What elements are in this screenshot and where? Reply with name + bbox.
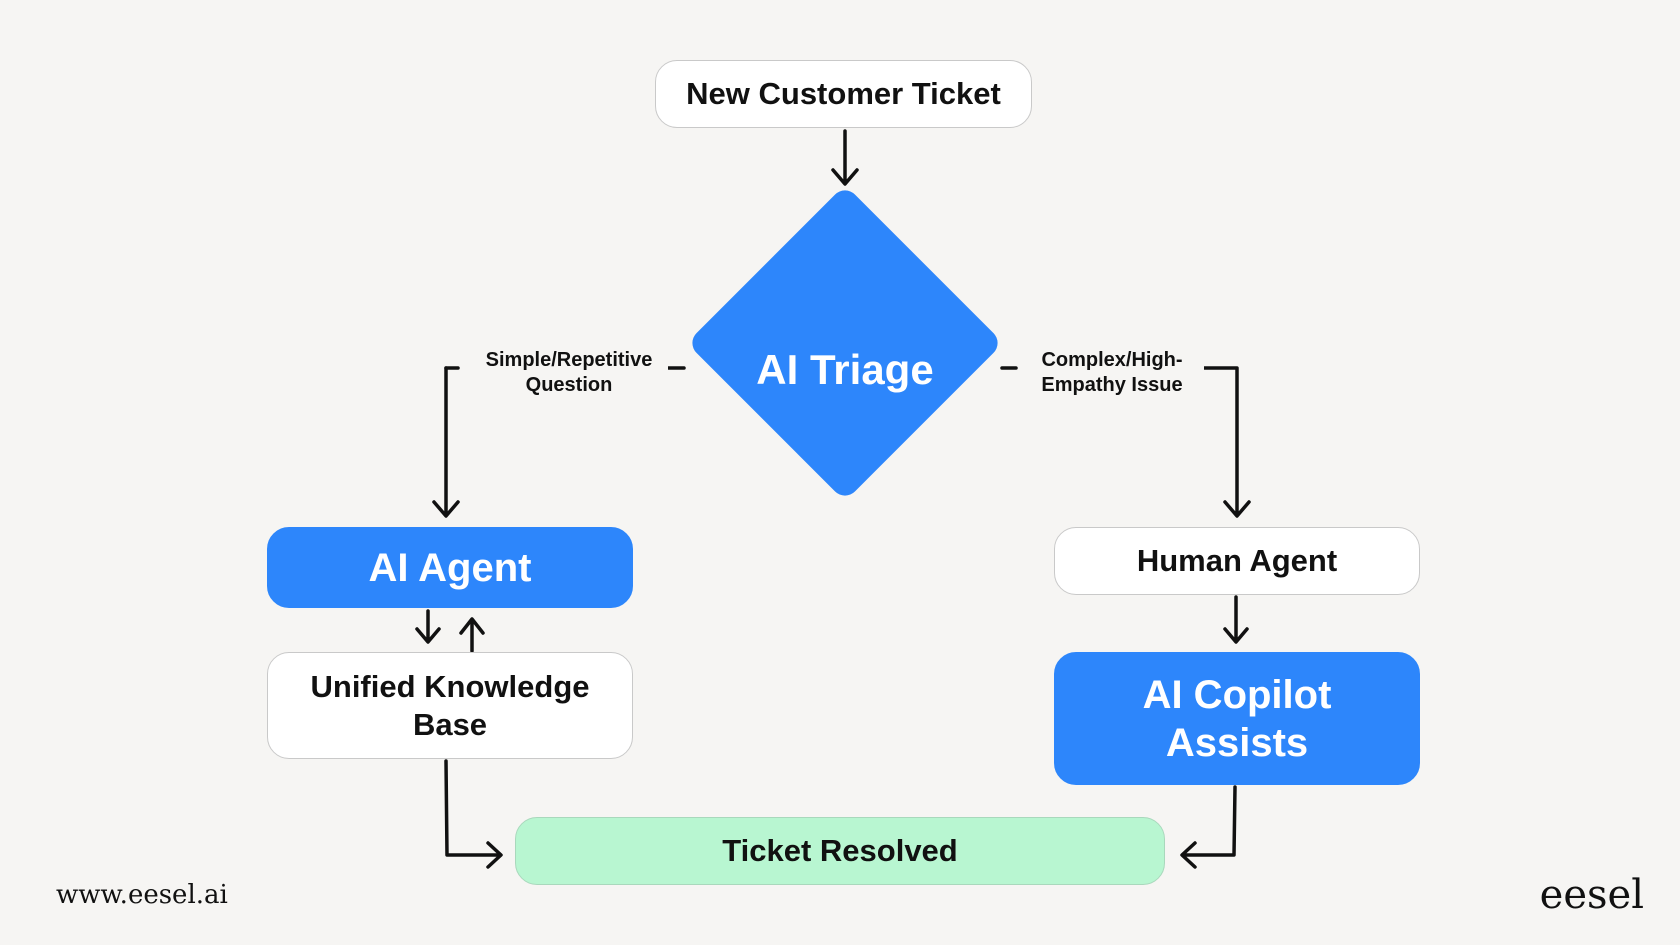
arrow-triage-to-ai-agent <box>432 366 686 518</box>
footer-url: www.eesel.ai <box>56 880 228 910</box>
arrow-ticket-to-triage <box>831 129 859 186</box>
arrow-human-to-copilot <box>1223 595 1249 644</box>
ai-copilot-assists-label: AI Copilot Assists <box>1142 672 1332 765</box>
human-agent-label: Human Agent <box>1136 543 1338 579</box>
arrow-triage-to-human-agent <box>1000 366 1251 518</box>
unified-knowledge-base-node: Unified Knowledge Base <box>267 652 633 759</box>
arrow-kb-to-ai-agent <box>459 617 485 653</box>
ai-triage-label: AI Triage <box>756 346 934 393</box>
edge-label-simple-line2: Question <box>525 374 613 396</box>
ai-copilot-assists-node: AI Copilot Assists <box>1054 652 1420 785</box>
ticket-resolved-node: Ticket Resolved <box>515 817 1165 885</box>
arrow-copilot-to-resolved <box>1180 785 1237 869</box>
eesel-logo: eesel <box>1539 872 1644 918</box>
ai-agent-label: AI Agent <box>368 545 532 590</box>
human-agent-node: Human Agent <box>1054 527 1420 595</box>
ai-agent-node: AI Agent <box>267 527 633 608</box>
unified-knowledge-base-label: Unified Knowledge Base <box>310 669 590 742</box>
edge-label-complex: Complex/High- Empathy Issue <box>1020 348 1204 398</box>
edge-label-simple-line1: Simple/Repetitive <box>485 349 653 371</box>
edge-label-simple: Simple/Repetitive Question <box>470 348 668 398</box>
edge-label-complex-line1: Complex/High- <box>1041 349 1183 371</box>
new-customer-ticket-label: New Customer Ticket <box>686 76 1001 112</box>
arrow-kb-to-resolved <box>444 759 503 869</box>
ticket-resolved-label: Ticket Resolved <box>722 833 958 869</box>
new-customer-ticket-node: New Customer Ticket <box>655 60 1032 128</box>
edge-label-complex-line2: Empathy Issue <box>1041 374 1183 396</box>
arrow-ai-agent-to-kb <box>415 609 441 644</box>
